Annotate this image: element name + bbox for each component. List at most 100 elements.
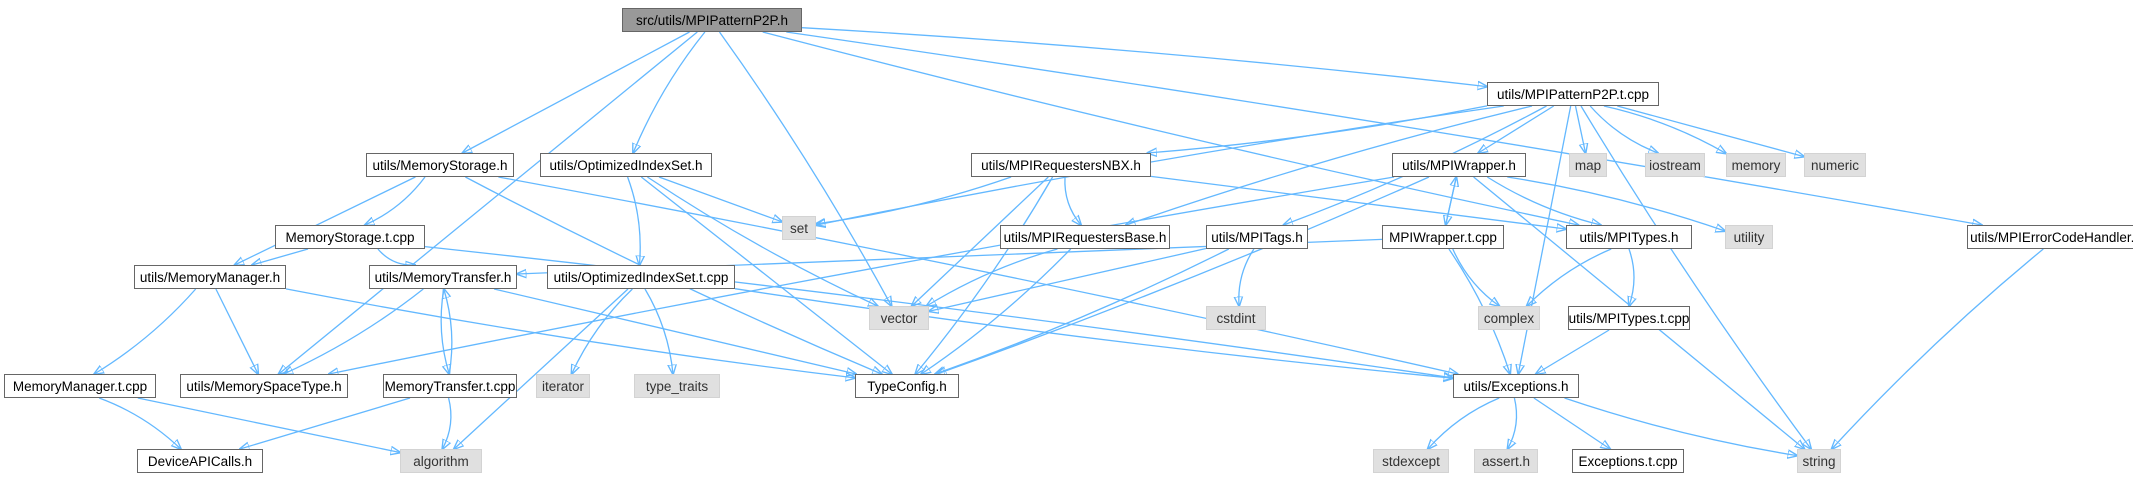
edge-p2pt-to-exceptions xyxy=(1518,105,1572,374)
edge-mpitags-to-vector xyxy=(929,247,1207,312)
node-errh[interactable]: utils/MPIErrorCodeHandler.h xyxy=(1967,225,2133,249)
edge-optidxt-to-algorithm xyxy=(454,288,629,449)
edge-memstort-to-memxfer xyxy=(377,248,415,265)
node-complex[interactable]: complex xyxy=(1478,306,1540,330)
node-memspace[interactable]: utils/MemorySpaceType.h xyxy=(180,374,348,398)
edge-memstor-to-memmgr xyxy=(235,176,416,265)
edge-p2pt-to-mpiwrap xyxy=(1478,105,1555,153)
edge-optidx-to-optidxt xyxy=(626,176,641,265)
edge-memxfert-to-deviceapi xyxy=(240,397,411,449)
node-iostream[interactable]: iostream xyxy=(1645,153,1705,177)
edge-memmgrt-to-algorithm xyxy=(137,397,400,453)
edge-mpiwrapt-to-mpiwrap xyxy=(1445,177,1457,226)
edge-optidx-to-vector xyxy=(647,176,877,306)
edge-memmgr-to-typeconfig xyxy=(285,288,855,378)
edge-memxfert-to-algorithm xyxy=(442,397,452,449)
edge-memmgr-to-memmgrt xyxy=(94,288,197,374)
node-typeconfig[interactable]: TypeConfig.h xyxy=(855,374,959,398)
edge-exceptions-to-string xyxy=(1564,397,1798,456)
edge-root-to-memstor xyxy=(463,31,690,153)
edge-p2pt-to-numeric xyxy=(1617,105,1804,157)
node-vector[interactable]: vector xyxy=(869,306,929,330)
node-memstor[interactable]: utils/MemoryStorage.h xyxy=(366,153,514,177)
node-memmgrt[interactable]: MemoryManager.t.cpp xyxy=(4,374,156,398)
edge-memxfer-to-memxfert xyxy=(440,288,449,374)
edge-mpitypes-to-complex xyxy=(1527,248,1612,306)
edge-mpiwrap-to-typeconfig xyxy=(937,176,1430,374)
edge-mpiwrap-to-mpitypes xyxy=(1486,176,1600,225)
edge-optidx-to-set xyxy=(658,176,782,222)
node-mpitags[interactable]: utils/MPITags.h xyxy=(1206,225,1308,249)
edge-root-to-memspace xyxy=(279,31,698,374)
edge-exceptions-to-stdexcept xyxy=(1428,397,1500,449)
node-typetraits[interactable]: type_traits xyxy=(634,374,720,398)
edge-nbx-to-set xyxy=(816,176,1012,224)
node-asserth[interactable]: assert.h xyxy=(1474,449,1538,473)
node-mpitypest[interactable]: utils/MPITypes.t.cpp xyxy=(1568,306,1690,330)
edge-memstor-to-memstort xyxy=(365,176,426,225)
edge-p2pt-to-iostream xyxy=(1589,105,1658,153)
node-optidxt[interactable]: utils/OptimizedIndexSet.t.cpp xyxy=(547,265,735,289)
edge-root-to-p2pt xyxy=(801,27,1487,87)
node-string[interactable]: string xyxy=(1797,449,1841,473)
edge-nbx-to-mpitypes xyxy=(1150,175,1566,229)
node-numeric[interactable]: numeric xyxy=(1804,153,1866,177)
node-memory[interactable]: memory xyxy=(1726,153,1786,177)
edge-optidxt-to-iterator xyxy=(572,288,633,374)
node-exct[interactable]: Exceptions.t.cpp xyxy=(1572,449,1684,473)
node-cstdint[interactable]: cstdint xyxy=(1206,306,1266,330)
edge-mpitypest-to-exceptions xyxy=(1536,329,1610,374)
edge-nbx-to-typeconfig xyxy=(915,176,1054,374)
edge-p2pt-to-reqbase xyxy=(1126,105,1533,225)
node-reqbase[interactable]: utils/MPIRequestersBase.h xyxy=(1000,225,1170,249)
node-memstort[interactable]: MemoryStorage.t.cpp xyxy=(275,225,425,249)
edge-errh-to-string xyxy=(1832,248,2044,449)
edge-mpitypes-to-mpitypest xyxy=(1629,248,1634,306)
edge-memxfer-to-memspace xyxy=(284,288,424,374)
edge-memxfer-to-typeconfig xyxy=(493,288,856,374)
edge-memmgrt-to-deviceapi xyxy=(98,397,181,449)
node-exceptions[interactable]: utils/Exceptions.h xyxy=(1453,374,1579,398)
edge-optidxt-to-exceptions xyxy=(734,288,1453,379)
edge-mpiwrap-to-memspace xyxy=(329,176,1395,374)
node-set[interactable]: set xyxy=(782,216,816,240)
edge-mpitags-to-typeconfig xyxy=(935,248,1230,374)
node-algorithm[interactable]: algorithm xyxy=(400,449,482,473)
edge-memmgr-to-memspace xyxy=(215,288,258,374)
edge-root-to-optidx xyxy=(633,31,706,153)
node-mpiwrapt[interactable]: MPIWrapper.t.cpp xyxy=(1382,225,1504,249)
edge-exceptions-to-asserth xyxy=(1508,397,1518,449)
edge-optidxt-to-typetraits xyxy=(644,288,673,374)
node-root[interactable]: src/utils/MPIPatternP2P.h xyxy=(622,8,802,32)
edge-p2pt-to-string xyxy=(1580,105,1811,449)
edge-memstort-to-memmgr xyxy=(252,248,309,265)
edge-reqbase-to-typeconfig xyxy=(921,248,1072,374)
edge-memxfert-to-memxfer xyxy=(444,289,453,375)
node-utility[interactable]: utility xyxy=(1725,225,1773,249)
node-memxfert[interactable]: MemoryTransfer.t.cpp xyxy=(383,374,517,398)
node-memmgr[interactable]: utils/MemoryManager.h xyxy=(134,265,286,289)
node-map[interactable]: map xyxy=(1569,153,1607,177)
node-nbx[interactable]: utils/MPIRequestersNBX.h xyxy=(971,153,1151,177)
edge-mpiwrap-to-utility xyxy=(1507,176,1725,231)
edge-root-to-mpitypes xyxy=(762,31,1579,225)
node-mpitypes[interactable]: utils/MPITypes.h xyxy=(1566,225,1692,249)
edge-mpiwrapt-to-complex xyxy=(1452,248,1499,306)
edge-optidx-to-typeconfig xyxy=(640,176,891,374)
edge-memstor-to-exceptions xyxy=(498,176,1457,374)
edge-p2pt-to-nbx xyxy=(1148,105,1488,153)
node-stdexcept[interactable]: stdexcept xyxy=(1373,449,1449,473)
edge-exceptions-to-exct xyxy=(1533,397,1610,449)
node-deviceapi[interactable]: DeviceAPICalls.h xyxy=(137,449,263,473)
node-optidx[interactable]: utils/OptimizedIndexSet.h xyxy=(540,153,712,177)
edge-nbx-to-reqbase xyxy=(1064,176,1081,225)
edge-memstort-to-exceptions xyxy=(424,245,1453,378)
edge-p2pt-to-map xyxy=(1574,105,1586,153)
node-mpiwrap[interactable]: utils/MPIWrapper.h xyxy=(1392,153,1526,177)
edge-p2pt-to-memory xyxy=(1603,105,1726,153)
node-p2pt[interactable]: utils/MPIPatternP2P.t.cpp xyxy=(1487,82,1659,106)
node-memxfer[interactable]: utils/MemoryTransfer.h xyxy=(369,265,517,289)
node-iterator[interactable]: iterator xyxy=(536,374,590,398)
